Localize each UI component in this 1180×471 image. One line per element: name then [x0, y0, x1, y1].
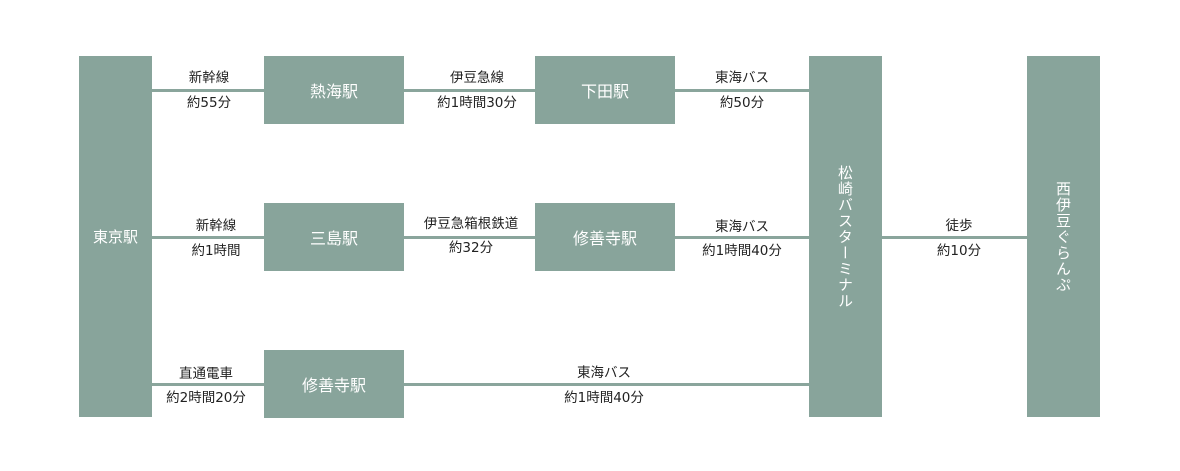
- destination-glamping-label: 西伊豆ぐらんぷ: [1054, 180, 1072, 293]
- route-time-row1-seg3: 約50分: [719, 95, 765, 111]
- route-line-row1-tokyo-atami: [152, 89, 264, 92]
- route-mode-row1-seg2: 伊豆急線: [450, 70, 504, 86]
- station-matsuzaki-bus-terminal: 松崎バスターミナル: [809, 56, 882, 417]
- station-matsuzaki-label: 松崎バスターミナル: [836, 164, 854, 309]
- route-line-matsuzaki-glamping: [882, 236, 1027, 239]
- route-time-row2-seg3: 約1時間40分: [702, 243, 782, 259]
- route-mode-row1-seg3: 東海バス: [715, 70, 769, 86]
- station-mishima-label: 三島駅: [309, 229, 358, 248]
- route-time-walk: 約10分: [936, 243, 982, 259]
- destination-nishiizu-glamping: 西伊豆ぐらんぷ: [1027, 56, 1100, 417]
- station-shimoda-label: 下田駅: [580, 82, 629, 101]
- route-line-row3-shuzenji-matsuzaki: [404, 383, 809, 386]
- station-shuzenji-row2: 修善寺駅: [535, 203, 675, 271]
- route-mode-row3-seg1: 直通電車: [179, 366, 233, 382]
- route-time-row1-seg2: 約1時間30分: [437, 95, 517, 111]
- route-mode-row1-seg1: 新幹線: [188, 70, 230, 86]
- route-time-row2-seg1: 約1時間: [191, 243, 241, 259]
- route-mode-row3-seg2: 東海バス: [577, 365, 631, 381]
- station-atami-label: 熱海駅: [309, 82, 358, 101]
- station-tokyo-label: 東京駅: [92, 228, 138, 246]
- route-line-row2-tokyo-mishima: [152, 236, 264, 239]
- station-tokyo: 東京駅: [79, 56, 152, 417]
- station-shuzenji-row3: 修善寺駅: [264, 350, 404, 418]
- route-mode-walk: 徒歩: [945, 218, 973, 234]
- route-time-row3-seg2: 約1時間40分: [564, 390, 644, 406]
- route-line-row3-tokyo-shuzenji: [152, 383, 264, 386]
- station-shuzenji-row3-label: 修善寺駅: [301, 376, 366, 395]
- route-time-row2-seg2: 約32分: [448, 240, 494, 256]
- route-time-row1-seg1: 約55分: [186, 95, 232, 111]
- route-line-row1-atami-shimoda: [404, 89, 535, 92]
- route-mode-row2-seg2: 伊豆急箱根鉄道: [423, 216, 519, 232]
- station-shuzenji-row2-label: 修善寺駅: [572, 229, 637, 248]
- station-shimoda: 下田駅: [535, 56, 675, 124]
- route-mode-row2-seg1: 新幹線: [195, 218, 237, 234]
- station-mishima: 三島駅: [264, 203, 404, 271]
- route-time-row3-seg1: 約2時間20分: [166, 390, 246, 406]
- route-line-row2-shuzenji-matsuzaki: [675, 236, 809, 239]
- route-mode-row2-seg3: 東海バス: [715, 219, 769, 235]
- route-line-row1-shimoda-matsuzaki: [675, 89, 809, 92]
- station-atami: 熱海駅: [264, 56, 404, 124]
- route-line-row2-mishima-shuzenji: [404, 236, 535, 239]
